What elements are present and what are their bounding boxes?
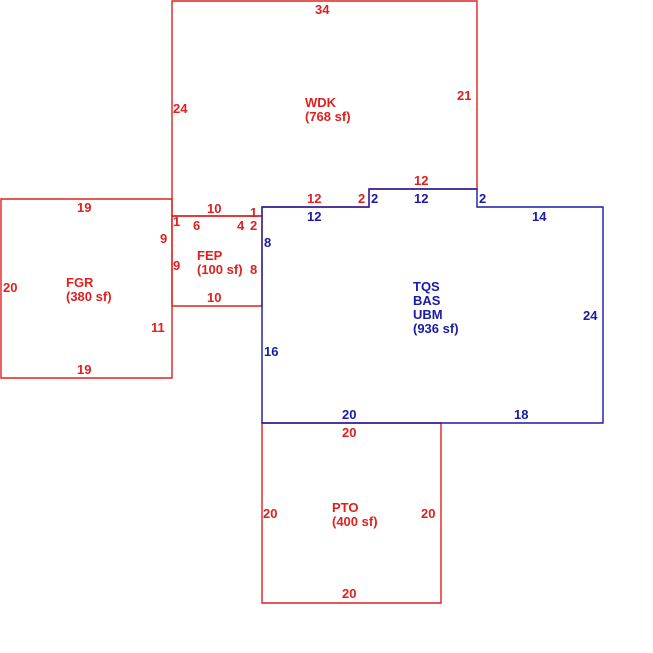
wdk-area: (768 sf) — [305, 109, 351, 124]
dim-main-top-c: 14 — [532, 209, 547, 224]
dim-main-left-a: 8 — [264, 235, 271, 250]
dim-fep-c: 4 — [237, 218, 245, 233]
dim-pto-right: 20 — [421, 506, 435, 521]
dim-main-bottom-a: 20 — [342, 407, 356, 422]
dim-fep-right: 8 — [250, 262, 257, 277]
dim-main-right: 24 — [583, 308, 598, 323]
dim-wdk-top: 34 — [315, 2, 330, 17]
wdk-code: WDK — [305, 95, 337, 110]
main-code-bas: BAS — [413, 293, 441, 308]
dim-main-step-b: 2 — [479, 191, 486, 206]
main-living-outline — [261, 188, 604, 424]
fep-area: (100 sf) — [197, 262, 243, 277]
fep-code: FEP — [197, 248, 223, 263]
fgr-outline — [0, 198, 173, 379]
dim-wdk-bottom-a: 12 — [307, 191, 321, 206]
dim-fep-b: 6 — [193, 218, 200, 233]
dim-fgr-bottom: 19 — [77, 362, 91, 377]
dim-main-top-b: 12 — [414, 191, 428, 206]
dim-fgr-right-b: 11 — [151, 320, 165, 335]
dim-fgr-right-a: 9 — [160, 231, 167, 246]
fgr-code: FGR — [66, 275, 94, 290]
dim-fep-d: 2 — [250, 218, 257, 233]
dim-fgr-top: 19 — [77, 200, 91, 215]
dim-main-top-a: 12 — [307, 209, 321, 224]
dim-fep-bottom: 10 — [207, 290, 221, 305]
dim-fep-e: 1 — [250, 205, 257, 220]
dim-wdk-right: 21 — [457, 88, 471, 103]
dim-main-left-b: 16 — [264, 344, 278, 359]
dim-wdk-bottom-b: 12 — [414, 173, 428, 188]
dim-pto-left: 20 — [263, 506, 277, 521]
dim-fep-a: 1 — [173, 214, 180, 229]
dim-pto-bottom: 20 — [342, 586, 356, 601]
dim-fep-top: 10 — [207, 201, 221, 216]
pto-code: PTO — [332, 500, 359, 515]
dim-wdk-left: 24 — [173, 101, 188, 116]
dim-main-step-a: 2 — [371, 191, 378, 206]
dim-main-bottom-b: 18 — [514, 407, 528, 422]
pto-area: (400 sf) — [332, 514, 378, 529]
dim-fgr-left: 20 — [3, 280, 17, 295]
fgr-area: (380 sf) — [66, 289, 112, 304]
main-code-tqs: TQS — [413, 279, 440, 294]
dim-wdk-step: 2 — [358, 191, 365, 206]
dim-pto-top: 20 — [342, 425, 356, 440]
main-area: (936 sf) — [413, 321, 459, 336]
dim-fep-left: 9 — [173, 258, 180, 273]
main-code-ubm: UBM — [413, 307, 443, 322]
